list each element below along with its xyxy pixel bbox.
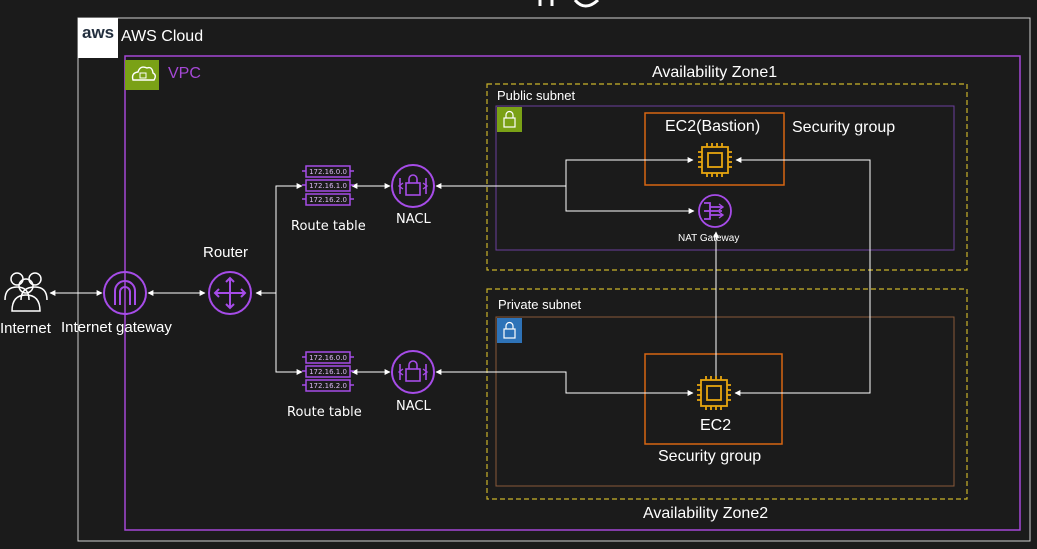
nacl-private-label: NACL (396, 399, 431, 414)
aws-logo-text: aws (82, 23, 115, 42)
nacl-private-icon (391, 350, 435, 394)
route-table-public-label: Route table (291, 219, 366, 234)
aws-logo-tile (78, 18, 118, 58)
internet-gateway-label: Internet gateway (61, 319, 172, 336)
route-table-private-entry: 172.16.0.0 (309, 354, 347, 362)
public-subnet-boundary (495, 105, 955, 251)
route-table-private-label: Route table (287, 405, 362, 420)
private-subnet-label: Private subnet (498, 297, 582, 312)
ec2-security-group-label: Security group (658, 448, 762, 465)
aws-cloud-label: AWS Cloud (121, 28, 204, 45)
router-icon (208, 271, 252, 315)
ec2-bastion-chip-icon (698, 143, 732, 177)
route-table-public-entry: 172.16.1.0 (309, 182, 347, 190)
public-subnet-lock-icon (497, 107, 522, 132)
route-table-private-entry: 172.16.2.0 (309, 382, 347, 390)
nacl-public-label: NACL (396, 212, 431, 227)
vpc-boundary (124, 55, 1021, 531)
route-table-public-entry: 172.16.0.0 (309, 168, 347, 176)
route-table-private-entry: 172.16.1.0 (309, 368, 347, 376)
route-table-private-icon: 172.16.0.0 172.16.1.0 172.16.2.0 (302, 351, 354, 392)
ec2-label: EC2 (700, 417, 732, 434)
bastion-security-group-label: Security group (792, 119, 896, 136)
nat-gateway-label: NAT Gateway (678, 233, 740, 244)
bastion-label: EC2(Bastion) (665, 118, 761, 135)
vpc-label: VPC (168, 65, 201, 82)
az1-label: Availability Zone1 (652, 64, 778, 81)
internet-label: Internet (0, 320, 51, 337)
route-table-public-icon: 172.16.0.0 172.16.1.0 172.16.2.0 (302, 165, 354, 206)
aws-cloud-boundary (77, 17, 1031, 542)
nacl-public-icon (391, 164, 435, 208)
internet-gateway-icon (103, 271, 147, 315)
vpc-cloud-icon (125, 60, 159, 90)
ec2-security-group (644, 353, 783, 445)
az2-label: Availability Zone2 (643, 505, 769, 522)
connectors (49, 157, 871, 396)
route-table-public-entry: 172.16.2.0 (309, 196, 347, 204)
private-subnet-boundary (495, 316, 955, 487)
internet-users-icon (4, 272, 48, 312)
ec2-chip-icon (697, 376, 731, 410)
cropped-title-fragment (538, 0, 600, 8)
router-label: Router (203, 244, 249, 261)
public-subnet-label: Public subnet (497, 88, 576, 103)
private-subnet-lock-icon (497, 318, 522, 343)
bastion-security-group (644, 112, 785, 186)
az1-boundary (486, 83, 968, 271)
nat-gateway-icon (698, 194, 732, 228)
